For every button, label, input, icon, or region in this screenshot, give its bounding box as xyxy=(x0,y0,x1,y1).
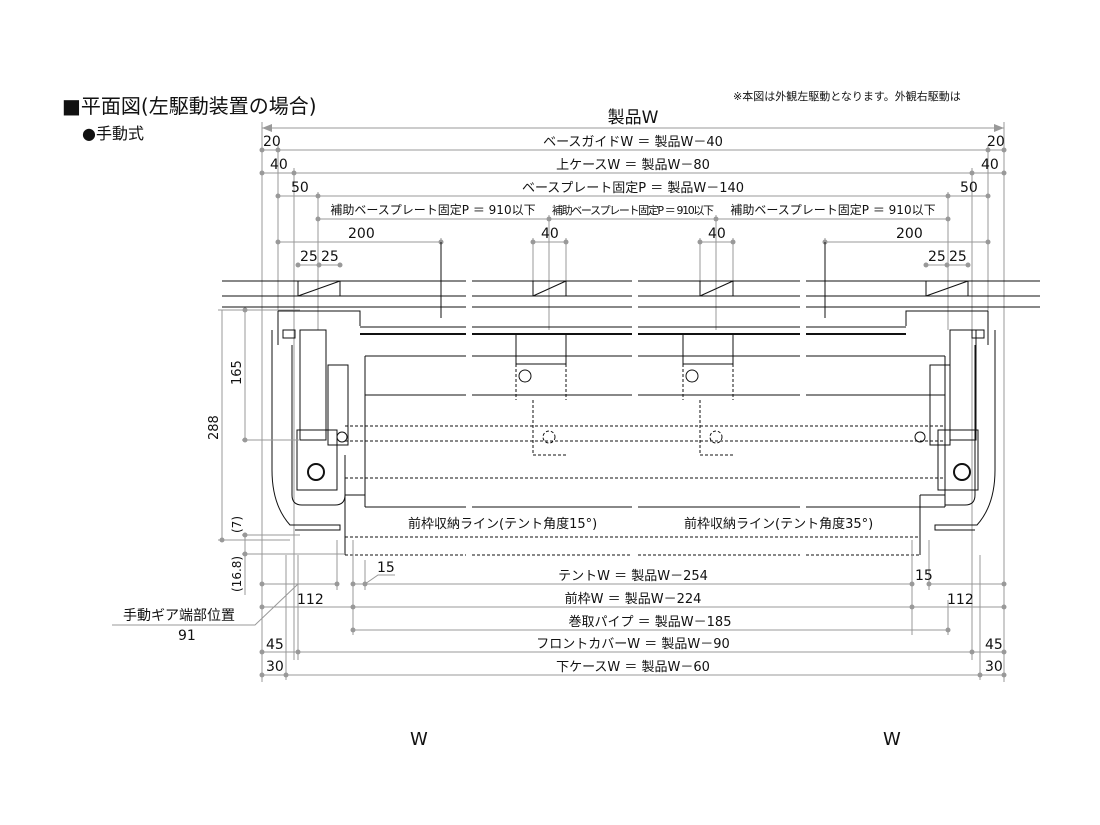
tent-w-label: テントW ＝ 製品W－254 xyxy=(558,569,708,584)
drawing-note: ※本図は外観左駆動となります。外観右駆動は xyxy=(733,90,961,103)
dim-7: (7) xyxy=(230,516,244,533)
side-dimensions xyxy=(218,307,345,595)
dim-45-right: 45 xyxy=(985,637,1003,653)
upper-case-label: 上ケースW ＝ 製品W－80 xyxy=(556,158,710,173)
dim-165: 165 xyxy=(230,360,245,385)
cut-w-left: W xyxy=(410,729,428,750)
roll-pipe-label: 巻取パイプ ＝ 製品W－185 xyxy=(569,615,732,630)
dim-50-left: 50 xyxy=(291,180,309,196)
dim-25-b: 25 xyxy=(321,249,339,265)
dim-25-d: 25 xyxy=(949,249,967,265)
drawing-subtitle: ●手動式 xyxy=(82,124,144,143)
dim-25-a: 25 xyxy=(300,249,318,265)
dim-15-left: 15 xyxy=(377,560,395,576)
drawing-title: ■平面図(左駆動装置の場合) xyxy=(62,94,317,118)
dim-40-mid2: 40 xyxy=(708,226,726,242)
dim-30-left: 30 xyxy=(266,659,284,675)
top-dimensions xyxy=(259,122,1007,682)
aux-plate-label-3: 補助ベースプレート固定P ＝ 910以下 xyxy=(730,202,935,217)
awning-mechanism xyxy=(222,242,1040,556)
front-cover-w-label: フロントカバーW ＝ 製品W－90 xyxy=(536,637,730,652)
storage-line-35-label: 前枠収納ライン(テント角度35°) xyxy=(684,516,873,532)
aux-plate-label-1: 補助ベースプレート固定P ＝ 910以下 xyxy=(330,202,535,217)
dim-40-mid1: 40 xyxy=(541,226,559,242)
base-plate-label: ベースプレート固定P ＝ 製品W－140 xyxy=(522,181,744,196)
cut-w-right: W xyxy=(883,729,901,750)
dim-200-right: 200 xyxy=(896,226,923,242)
dim-50-right: 50 xyxy=(960,180,978,196)
aux-plate-label-2: 補助ベースプレート固定P ＝ 910以下 xyxy=(552,203,714,217)
front-frame-w-label: 前枠W ＝ 製品W－224 xyxy=(565,591,702,607)
product-w-label: 製品W xyxy=(608,108,659,128)
dim-30-right: 30 xyxy=(985,659,1003,675)
dim-112-left: 112 xyxy=(297,592,324,608)
dim-40-right: 40 xyxy=(981,157,999,173)
base-guide-label: ベースガイドW ＝ 製品W－40 xyxy=(543,135,723,150)
dim-112-right: 112 xyxy=(947,592,974,608)
dim-288: 288 xyxy=(207,415,222,440)
dim-25-c: 25 xyxy=(928,249,946,265)
dim-45-left: 45 xyxy=(266,637,284,653)
manual-gear-label: 手動ギア端部位置 xyxy=(123,608,235,624)
dim-20-right: 20 xyxy=(987,134,1005,150)
dim-15-right: 15 xyxy=(915,568,933,584)
dim-40-left: 40 xyxy=(270,157,288,173)
dim-200-left: 200 xyxy=(348,226,375,242)
dim-20-left: 20 xyxy=(263,134,281,150)
storage-line-15-label: 前枠収納ライン(テント角度15°) xyxy=(408,516,597,532)
dim-16-8: (16.8) xyxy=(230,556,244,592)
lower-case-w-label: 下ケースW ＝ 製品W－60 xyxy=(556,660,710,675)
bottom-dimensions xyxy=(112,540,1007,680)
manual-gear-value: 91 xyxy=(178,628,196,644)
